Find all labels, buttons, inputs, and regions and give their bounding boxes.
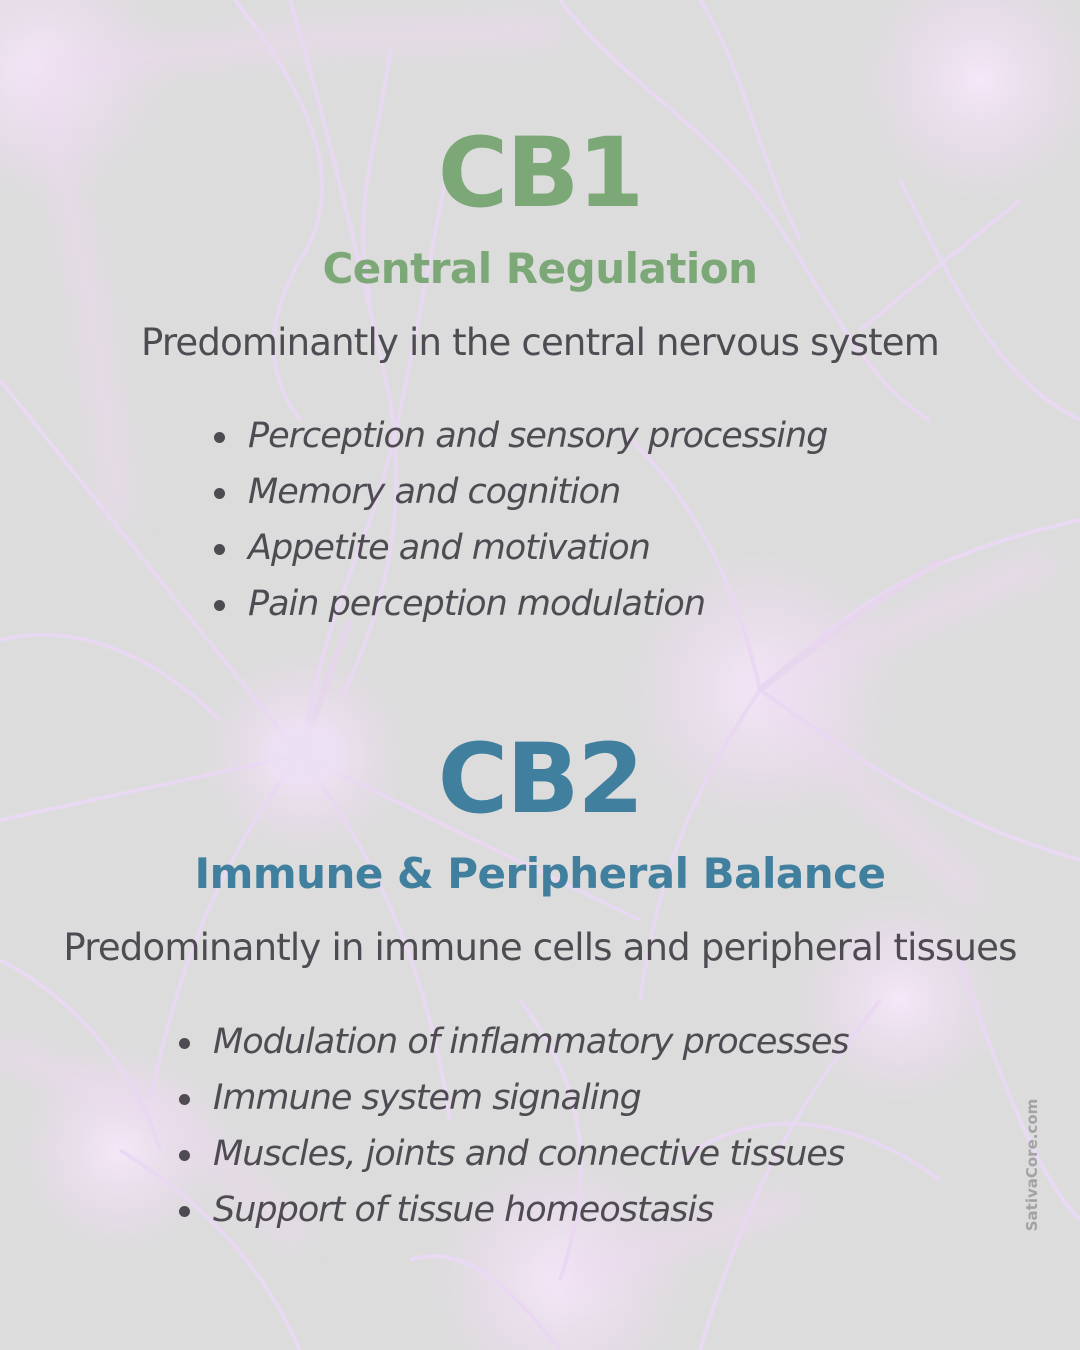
- cb1-title: CB1: [437, 117, 644, 229]
- bullet-icon: [214, 544, 225, 555]
- list-item: Immune system signaling: [179, 1070, 849, 1126]
- bullet-icon: [179, 1206, 190, 1217]
- list-item-text: Memory and cognition: [248, 472, 621, 512]
- list-item: Appetite and motivation: [214, 520, 827, 576]
- cb1-bullet-list: Perception and sensory processing Memory…: [214, 408, 828, 632]
- list-item: Support of tissue homeostasis: [179, 1182, 849, 1238]
- list-item-text: Perception and sensory processing: [248, 416, 828, 456]
- list-item: Muscles, joints and connective tissues: [179, 1126, 849, 1182]
- list-item: Modulation of inflammatory processes: [179, 1014, 850, 1070]
- cb1-description: Predominantly in the central nervous sys…: [140, 321, 940, 364]
- list-item-text: Pain perception modulation: [248, 584, 706, 624]
- list-item: Pain perception modulation: [214, 576, 827, 632]
- bullet-icon: [214, 600, 225, 611]
- list-item-text: Support of tissue homeostasis: [213, 1190, 714, 1230]
- list-item-text: Appetite and motivation: [248, 528, 651, 568]
- bullet-icon: [214, 432, 225, 443]
- list-item: Perception and sensory processing: [214, 408, 828, 464]
- bullet-icon: [179, 1038, 190, 1049]
- bullet-icon: [179, 1094, 190, 1105]
- cb2-subtitle: Immune & Peripheral Balance: [194, 849, 886, 898]
- list-item: Memory and cognition: [214, 464, 827, 520]
- cb1-subtitle: Central Regulation: [322, 244, 758, 293]
- list-item-text: Modulation of inflammatory processes: [213, 1022, 850, 1062]
- list-item-text: Muscles, joints and connective tissues: [213, 1134, 845, 1174]
- cb2-description: Predominantly in immune cells and periph…: [63, 926, 1017, 969]
- bullet-icon: [179, 1150, 190, 1161]
- bullet-icon: [214, 488, 225, 499]
- cb2-bullet-list: Modulation of inflammatory processes Imm…: [179, 1014, 850, 1238]
- list-item-text: Immune system signaling: [213, 1078, 642, 1118]
- watermark-text: SativaCore.com: [1023, 1098, 1041, 1232]
- cb2-title: CB2: [437, 723, 644, 835]
